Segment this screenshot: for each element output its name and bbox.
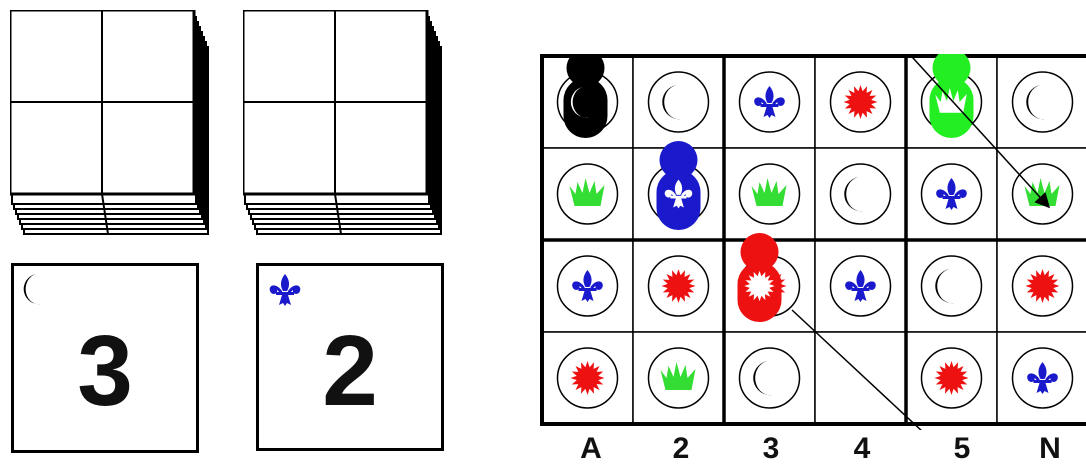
column-label-a: A <box>566 432 616 466</box>
board-cell[interactable] <box>997 240 1086 332</box>
sun-icon <box>935 361 969 395</box>
board-cell[interactable] <box>906 148 997 240</box>
board-cell[interactable] <box>906 240 997 332</box>
board-cell[interactable] <box>633 332 724 424</box>
fleur-de-lis-icon <box>267 272 303 308</box>
draw-card-moon-3[interactable]: 3 <box>11 263 199 453</box>
board-cell[interactable] <box>815 148 906 240</box>
pawn-blue[interactable] <box>657 141 701 230</box>
symbol-disc <box>649 72 709 132</box>
sun-icon <box>1026 269 1060 303</box>
board-cell[interactable] <box>724 332 815 424</box>
board-cell[interactable] <box>542 240 633 332</box>
column-label-2: 2 <box>656 432 706 466</box>
board-cell[interactable] <box>815 240 906 332</box>
moon-icon <box>22 272 54 308</box>
pawn-head <box>660 141 698 179</box>
card-stack-left-graphic <box>10 10 215 240</box>
board-cell[interactable] <box>542 148 633 240</box>
symbol-disc <box>740 348 800 408</box>
pawn-black[interactable] <box>564 54 608 138</box>
game-board <box>540 54 1086 430</box>
pawn-red[interactable] <box>738 233 782 322</box>
draw-card-fleur-2[interactable]: 2 <box>256 263 444 451</box>
column-label-3: 3 <box>746 432 796 466</box>
pawn-head <box>741 233 779 271</box>
card-stack-left[interactable] <box>10 10 215 245</box>
pawn-green[interactable] <box>930 54 974 138</box>
board-cell[interactable] <box>997 332 1086 424</box>
symbol-disc <box>831 164 891 224</box>
board-cell[interactable] <box>997 148 1086 240</box>
board-cell[interactable] <box>633 240 724 332</box>
column-label-4: 4 <box>837 432 887 466</box>
card-number: 2 <box>259 316 441 426</box>
column-label-n: N <box>1025 432 1075 466</box>
board-cell[interactable] <box>815 332 906 424</box>
sun-icon <box>844 85 878 119</box>
column-label-5: 5 <box>937 432 987 466</box>
board-cell[interactable] <box>815 56 906 148</box>
board-cell[interactable] <box>724 148 815 240</box>
sun-icon <box>571 361 605 395</box>
board-cell[interactable] <box>906 332 997 424</box>
board-cell[interactable] <box>997 56 1086 148</box>
board-cell[interactable] <box>633 56 724 148</box>
symbol-disc <box>1013 72 1073 132</box>
sun-icon <box>662 269 696 303</box>
card-stack-right-graphic <box>243 10 448 240</box>
card-number: 3 <box>14 316 196 426</box>
symbol-disc <box>922 256 982 316</box>
board-cell[interactable] <box>724 56 815 148</box>
board-cell[interactable] <box>542 332 633 424</box>
card-stack-right[interactable] <box>243 10 448 245</box>
sun-icon <box>744 271 775 302</box>
